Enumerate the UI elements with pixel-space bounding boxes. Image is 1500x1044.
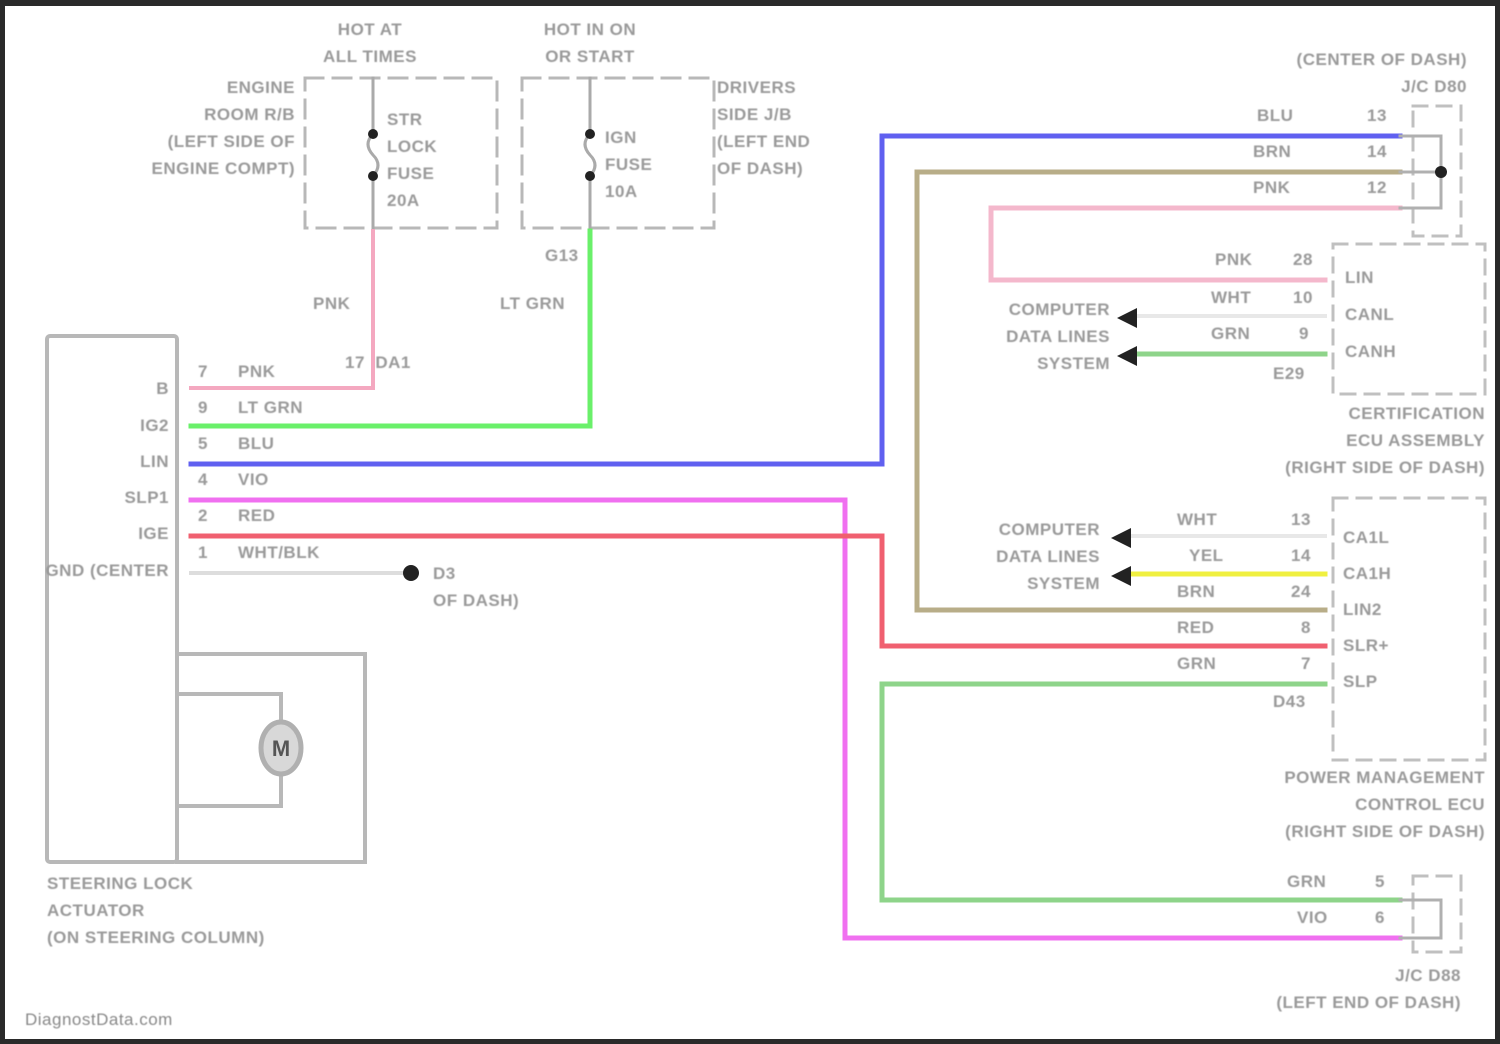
cert-pin-28: 28	[1293, 250, 1313, 269]
ltgrn-wire-label: LT GRN	[500, 294, 566, 313]
jc-d88-wire-grn: GRN	[1287, 872, 1327, 891]
jc-d80-pin-12: 12	[1367, 178, 1387, 197]
jc-d80-pin-13: 13	[1367, 106, 1387, 125]
wiring-lines: M	[45, 76, 1487, 954]
cert-pin-10: 10	[1293, 288, 1313, 307]
pm-term-slr: SLR+	[1343, 636, 1389, 655]
cert-connector-e29: E29	[1273, 364, 1305, 383]
hot-in-on-label: HOT IN ON OR START	[543, 20, 637, 66]
pin-term-b: B	[156, 379, 169, 398]
pin-wire-ltgrn: LT GRN	[238, 398, 304, 417]
pm-term-lin2: LIN2	[1343, 600, 1382, 619]
jc-d88-label: J/C D88 (LEFT END OF DASH)	[1276, 966, 1461, 1012]
pm-wire-brn: BRN	[1177, 582, 1216, 601]
pnk-wire-label: PNK	[313, 294, 351, 313]
pm-wire-wht: WHT	[1177, 510, 1218, 529]
pm-pin-24: 24	[1291, 582, 1311, 601]
ground-label: D3 OF DASH)	[433, 564, 520, 610]
pm-term-ca1l: CA1L	[1343, 528, 1390, 547]
pm-ecu-label: POWER MANAGEMENT CONTROL ECU (RIGHT SIDE…	[1284, 768, 1485, 841]
pm-connector-d43: D43	[1273, 692, 1306, 711]
pin-term-slp1: SLP1	[124, 488, 169, 507]
engine-rb-box	[303, 76, 499, 230]
pin-num-1: 1	[198, 543, 208, 562]
da1-connector-label: 17 DA1	[345, 353, 411, 372]
pm-pin-14: 14	[1291, 546, 1311, 565]
cert-ecu-label: CERTIFICATION ECU ASSEMBLY (RIGHT SIDE O…	[1285, 404, 1485, 477]
hot-at-all-times-label: HOT AT ALL TIMES	[323, 20, 417, 66]
pin-num-7: 7	[198, 362, 208, 381]
pin-term-gnd: GND (CENTER	[45, 561, 169, 580]
str-lock-fuse-label: STR LOCK FUSE 20A	[387, 110, 438, 210]
pin-term-lin: LIN	[140, 452, 169, 471]
jc-d88-wire-vio: VIO	[1297, 908, 1328, 927]
motor-label: M	[272, 736, 290, 761]
actuator-label: STEERING LOCK ACTUATOR (ON STEERING COLU…	[47, 874, 265, 947]
pin-num-5: 5	[198, 434, 208, 453]
cert-data-lines-label: COMPUTER DATA LINES SYSTEM	[1006, 300, 1110, 373]
pm-pin-8: 8	[1301, 618, 1311, 637]
pm-term-slp: SLP	[1343, 672, 1378, 691]
jc-d80-wire-pnk: PNK	[1253, 178, 1291, 197]
pin-wire-blu: BLU	[238, 434, 275, 453]
pin-num-2: 2	[198, 506, 208, 525]
pm-wire-yel: YEL	[1189, 546, 1224, 565]
jc-d88-box	[1411, 874, 1463, 954]
cert-term-canh: CANH	[1345, 342, 1397, 361]
cert-wire-wht: WHT	[1211, 288, 1252, 307]
pin-wire-red: RED	[238, 506, 276, 525]
drivers-jb-label: DRIVERS SIDE J/B (LEFT END OF DASH)	[717, 78, 811, 178]
cert-term-lin: LIN	[1345, 268, 1374, 287]
jc-d80-wire-blu: BLU	[1257, 106, 1294, 125]
pin-wire-whtblk: WHT/BLK	[238, 543, 320, 562]
jc-d80-label: (CENTER OF DASH) J/C D80	[1296, 50, 1467, 96]
pin-wire-pnk: PNK	[238, 362, 276, 381]
cert-term-canl: CANL	[1345, 305, 1395, 324]
pin-wire-vio: VIO	[238, 470, 269, 489]
jc-d80-pin-14: 14	[1367, 142, 1387, 161]
pm-wire-red: RED	[1177, 618, 1215, 637]
engine-rb-label: ENGINE ROOM R/B (LEFT SIDE OF ENGINE COM…	[151, 78, 295, 178]
pm-ecu-box	[1331, 496, 1487, 762]
jc-d88-pin-6: 6	[1375, 908, 1385, 927]
drivers-jb-box	[520, 76, 716, 230]
pin-num-9: 9	[198, 398, 208, 417]
pm-pin-7: 7	[1301, 654, 1311, 673]
watermark: DiagnostData.com	[25, 1010, 173, 1029]
jc-d80-wire-brn: BRN	[1253, 142, 1292, 161]
ign-fuse-label: IGN FUSE 10A	[605, 128, 653, 201]
jc-d88-pin-5: 5	[1375, 872, 1385, 891]
pin-num-4: 4	[198, 470, 208, 489]
pm-pin-13: 13	[1291, 510, 1311, 529]
cert-ecu-box	[1331, 242, 1487, 396]
g-connector-label: G13	[545, 246, 579, 265]
pin-term-ig2: IG2	[140, 416, 169, 435]
pm-data-lines-label: COMPUTER DATA LINES SYSTEM	[996, 520, 1100, 593]
cert-wire-pnk: PNK	[1215, 250, 1253, 269]
pm-term-ca1h: CA1H	[1343, 564, 1392, 583]
pin-term-ige: IGE	[138, 524, 169, 543]
pm-wire-grn: GRN	[1177, 654, 1217, 673]
cert-wire-grn: GRN	[1211, 324, 1251, 343]
cert-pin-9: 9	[1299, 324, 1309, 343]
